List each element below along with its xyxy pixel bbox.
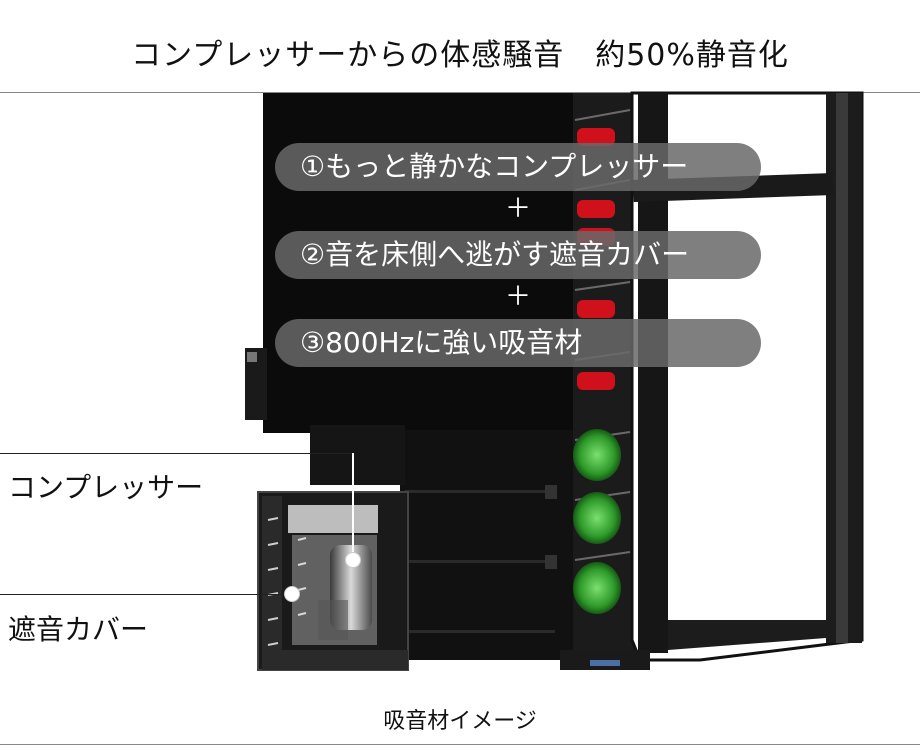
top-divider (0, 92, 920, 93)
feature-label-3: ③800Hzに強い吸音材 (300, 326, 583, 359)
compressor-callout-dot (345, 552, 361, 568)
feature-label-1: ①もっと静かなコンプレッサー (300, 150, 689, 183)
feature-pill-2 (275, 231, 761, 279)
compressor-leader-line (0, 453, 352, 454)
feature-pill-1 (275, 143, 761, 191)
plus-sign-2: ＋ (505, 282, 532, 312)
page-title: コンプレッサーからの体感騒音 約50%静音化 (131, 38, 789, 73)
cover-callout-label: 遮音カバー (8, 613, 149, 646)
compressor-callout-label: コンプレッサー (8, 471, 204, 504)
cabinet-hinge-block (245, 348, 267, 420)
cabinet-lower (400, 430, 575, 660)
compressor-leader-vertical (352, 453, 354, 555)
feature-pill-3 (275, 319, 761, 367)
image-caption: 吸音材イメージ (383, 709, 537, 734)
cover-leader-line (0, 594, 284, 595)
feature-label-2: ②音を床側へ逃がす遮音カバー (300, 238, 690, 271)
bottom-divider (0, 744, 920, 745)
cover-callout-dot (284, 586, 300, 602)
plus-sign-1: ＋ (505, 194, 532, 224)
